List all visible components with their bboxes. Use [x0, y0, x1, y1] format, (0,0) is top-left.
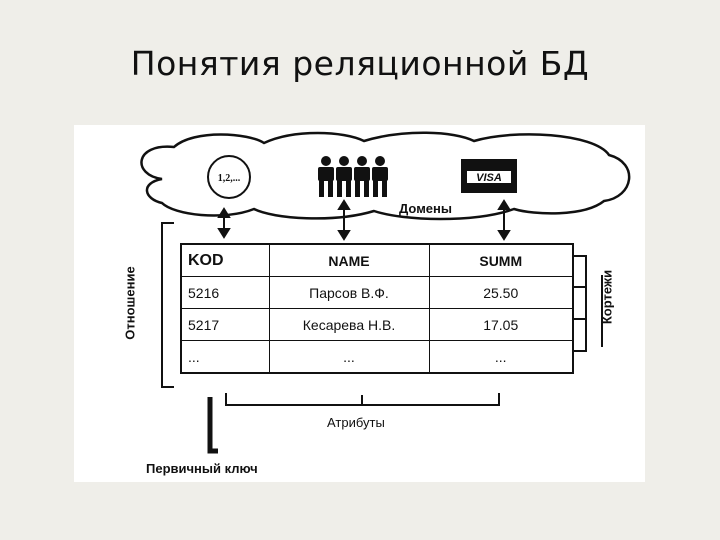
- table-cell: ...: [180, 340, 270, 374]
- table-cell: 25.50: [428, 276, 574, 309]
- domains-label: Домены: [399, 201, 452, 216]
- numbers-icon-text: 1,2,...: [218, 173, 241, 184]
- table-cell: Кесарева Н.В.: [268, 308, 430, 341]
- people-icon: [318, 156, 388, 197]
- column-header-name: NAME: [268, 243, 430, 277]
- column-header-kod: KOD: [180, 243, 270, 277]
- relation-table: KOD NAME SUMM 5216 Парсов В.Ф. 25.50 521…: [180, 243, 574, 374]
- relation-bracket: [161, 222, 174, 388]
- tuples-bracket: [572, 255, 587, 352]
- credit-card-icon: VISA: [461, 159, 517, 193]
- credit-card-icon-text: VISA: [476, 172, 502, 184]
- numbers-icon: 1,2,...: [207, 155, 251, 199]
- domain-arrows: [217, 199, 511, 241]
- attributes-bracket-tick: [361, 395, 374, 406]
- relation-label: Отношение: [122, 266, 138, 340]
- column-header-summ: SUMM: [428, 243, 574, 277]
- attributes-label: Атрибуты: [327, 415, 385, 430]
- domains-cloud: [140, 131, 631, 221]
- table-row: ... ... ...: [180, 340, 574, 374]
- slide-title: Понятия реляционной БД: [130, 44, 590, 83]
- relational-db-diagram: 1,2,...: [74, 125, 645, 482]
- primary-key-marker: [207, 397, 218, 454]
- table-cell: ...: [268, 340, 430, 374]
- table-cell: Парсов В.Ф.: [268, 276, 430, 309]
- table-row: 5216 Парсов В.Ф. 25.50: [180, 276, 574, 309]
- table-cell: 17.05: [428, 308, 574, 341]
- table-cell: 5217: [180, 308, 270, 341]
- table-cell: 5216: [180, 276, 270, 309]
- tuples-label: Кортежи: [599, 269, 615, 325]
- table-header-row: KOD NAME SUMM: [180, 243, 574, 277]
- diagram-graphics: 1,2,...: [140, 131, 631, 454]
- table-cell: ...: [428, 340, 574, 374]
- table-row: 5217 Кесарева Н.В. 17.05: [180, 308, 574, 341]
- primary-key-label: Первичный ключ: [146, 461, 258, 476]
